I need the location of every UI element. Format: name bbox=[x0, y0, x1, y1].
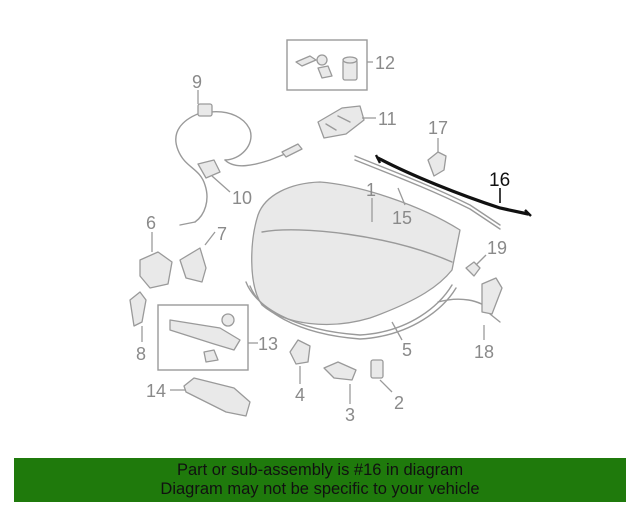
callout-11[interactable]: 11 bbox=[378, 109, 397, 129]
callout-1[interactable]: 1 bbox=[366, 180, 376, 200]
part-5-weatherstrip bbox=[245, 281, 457, 340]
parts-diagram: 12 9 11 10 1 15 16 bbox=[129, 39, 532, 425]
callout-10[interactable]: 10 bbox=[232, 188, 252, 208]
callout-9[interactable]: 9 bbox=[192, 72, 202, 92]
part-3-lock bbox=[323, 361, 357, 381]
part-8-handle bbox=[129, 291, 147, 327]
part-19-bumper bbox=[465, 261, 481, 277]
callout-4[interactable]: 4 bbox=[295, 385, 305, 405]
info-banner: Part or sub-assembly is #16 in diagram D… bbox=[14, 458, 626, 502]
part-15-trim-strip bbox=[354, 155, 501, 230]
part-13-trim-box bbox=[157, 304, 249, 371]
callout-17[interactable]: 17 bbox=[428, 118, 448, 138]
callout-15[interactable]: 15 bbox=[392, 208, 412, 228]
part-17-striker bbox=[427, 151, 447, 177]
part-1-trunk-lid bbox=[251, 181, 461, 326]
callout-18[interactable]: 18 bbox=[474, 342, 494, 362]
callout-5[interactable]: 5 bbox=[402, 340, 412, 360]
part-11-lock-assembly bbox=[317, 105, 365, 139]
callout-19[interactable]: 19 bbox=[487, 238, 507, 258]
part-2-bumper bbox=[370, 359, 384, 379]
part-10-actuator bbox=[197, 159, 221, 179]
callout-3[interactable]: 3 bbox=[345, 405, 355, 425]
part-18-hinge bbox=[437, 277, 503, 323]
part-14-garnish bbox=[183, 377, 251, 417]
callout-14[interactable]: 14 bbox=[146, 381, 166, 401]
part-12-key-cylinder bbox=[286, 39, 368, 91]
part-9-opener-cable bbox=[175, 103, 303, 226]
banner-line-2: Diagram may not be specific to your vehi… bbox=[160, 480, 480, 498]
callout-13[interactable]: 13 bbox=[258, 334, 278, 354]
callout-12[interactable]: 12 bbox=[375, 53, 395, 73]
part-4-bumper bbox=[289, 339, 311, 365]
part-6-latch bbox=[139, 251, 173, 289]
callout-2[interactable]: 2 bbox=[394, 393, 404, 413]
callout-6[interactable]: 6 bbox=[146, 213, 156, 233]
callout-7[interactable]: 7 bbox=[217, 224, 227, 244]
banner-line-1: Part or sub-assembly is #16 in diagram bbox=[176, 461, 464, 479]
part-7-bracket bbox=[179, 247, 207, 283]
callout-8[interactable]: 8 bbox=[136, 344, 146, 364]
callout-16[interactable]: 16 bbox=[489, 170, 510, 191]
part-16-highlighted bbox=[374, 154, 532, 217]
